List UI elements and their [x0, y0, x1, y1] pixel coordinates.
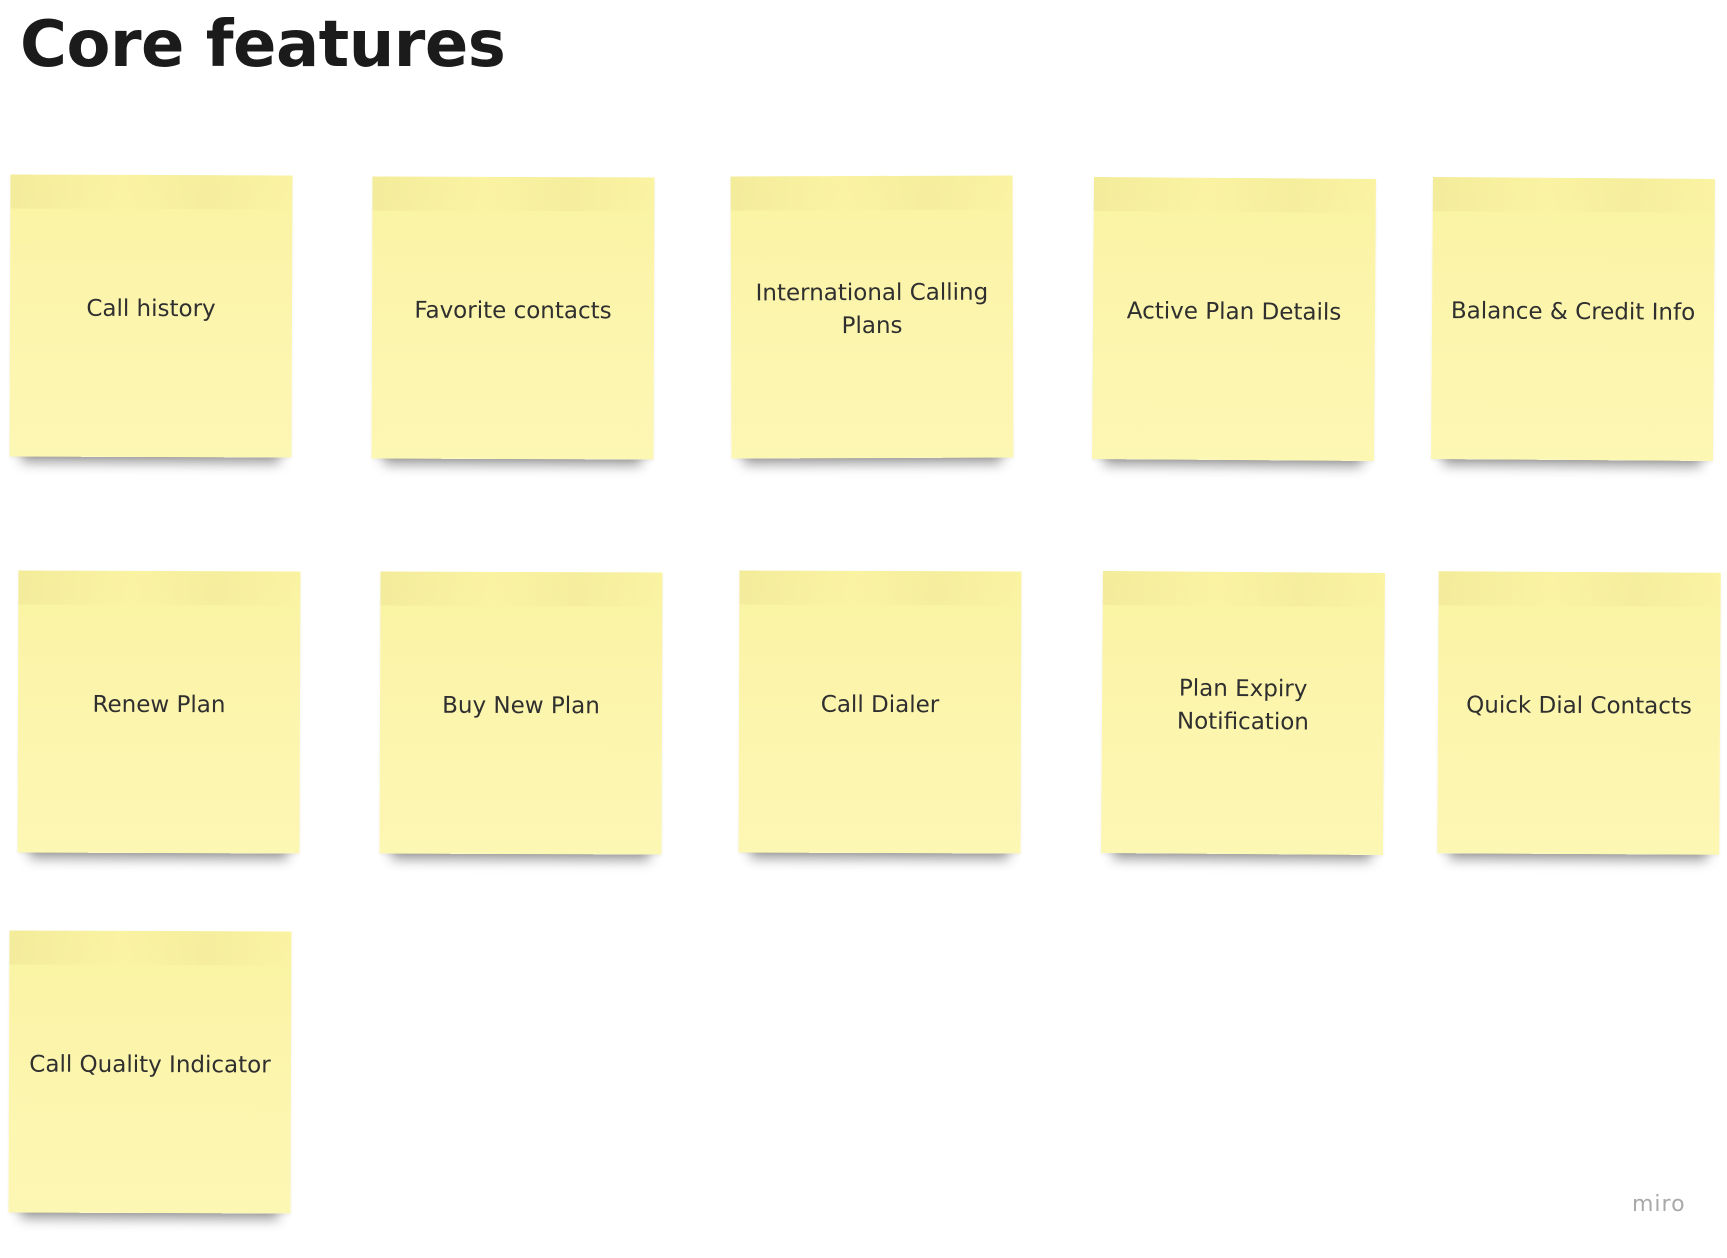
sticky-note-label: Call Dialer: [820, 691, 940, 718]
sticky-note-call-dialer[interactable]: Call Dialer: [738, 570, 1022, 854]
sticky-note-label: Favorite contacts: [414, 297, 612, 325]
page-title: Core features: [20, 8, 506, 82]
sticky-note-label: Call Quality Indicator: [29, 1051, 271, 1079]
sticky-note-label: International Calling Plans: [755, 279, 989, 340]
sticky-note-favorite-contacts[interactable]: Favorite contacts: [371, 176, 655, 460]
sticky-note-label: Active Plan Details: [1126, 297, 1342, 326]
sticky-note-balance-credit-info[interactable]: Balance & Credit Info: [1431, 177, 1715, 461]
sticky-note-label: Renew Plan: [92, 691, 226, 718]
sticky-note-international-calling-plans[interactable]: International Calling Plans: [730, 175, 1014, 459]
sticky-note-quick-dial-contacts[interactable]: Quick Dial Contacts: [1437, 571, 1721, 855]
sticky-note-buy-new-plan[interactable]: Buy New Plan: [379, 571, 663, 855]
sticky-note-plan-expiry-notification[interactable]: Plan Expiry Notification: [1101, 571, 1385, 855]
sticky-note-label: Buy New Plan: [442, 692, 600, 719]
sticky-note-label: Call history: [86, 295, 216, 322]
sticky-note-renew-plan[interactable]: Renew Plan: [17, 570, 301, 854]
miro-watermark: miro: [1632, 1192, 1686, 1217]
sticky-note-call-history[interactable]: Call history: [9, 174, 293, 458]
sticky-note-label: Quick Dial Contacts: [1466, 692, 1692, 720]
sticky-note-active-plan-details[interactable]: Active Plan Details: [1092, 177, 1376, 461]
sticky-note-call-quality-indicator[interactable]: Call Quality Indicator: [8, 930, 292, 1214]
sticky-note-label: Balance & Credit Info: [1450, 297, 1696, 326]
sticky-note-label: Plan Expiry Notification: [1176, 675, 1310, 736]
